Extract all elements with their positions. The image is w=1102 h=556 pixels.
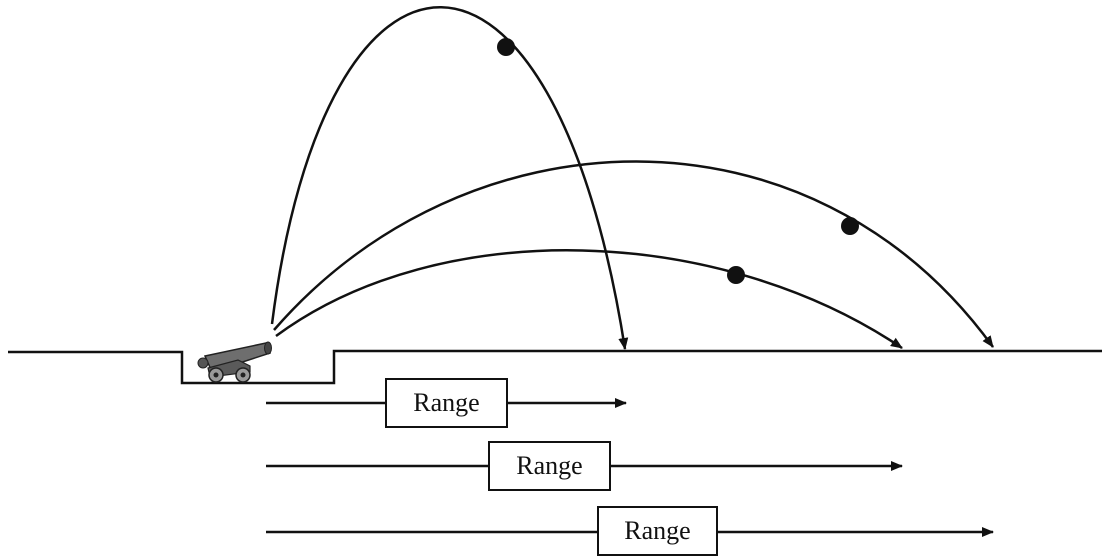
projectile-dot (727, 266, 745, 284)
range-label-box-1: Range (385, 378, 508, 428)
cannon-icon (197, 341, 272, 383)
projectile-dot (841, 217, 859, 235)
range-label-box-3: Range (597, 506, 718, 556)
ground-line (8, 349, 1102, 385)
trajectory-mid-angle (273, 160, 995, 348)
trajectory-low-angle (275, 249, 903, 350)
range-label: Range (624, 516, 690, 545)
trajectory-high-angle (270, 6, 629, 350)
range-label: Range (516, 451, 582, 480)
range-label: Range (413, 388, 479, 417)
projectile-dot (497, 38, 515, 56)
range-label-box-2: Range (488, 441, 611, 491)
